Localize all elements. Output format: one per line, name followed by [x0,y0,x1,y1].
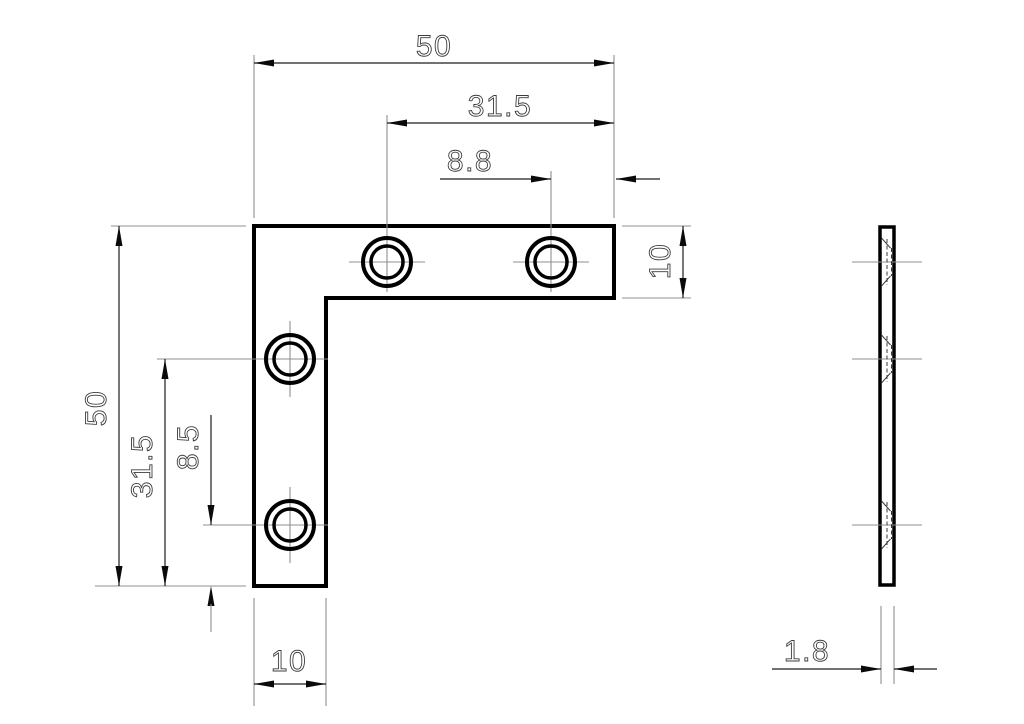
dimension-label: 10 [271,645,307,678]
countersunk-hole-top-right [513,171,589,292]
arrowhead-top [115,226,123,246]
dim-top-overall-width: 50 [253,30,615,218]
arrowhead-right [894,665,914,673]
dimensions: 50 31.5 8.8 50 [80,30,937,706]
arrowhead-outer [207,586,215,606]
bracket-outline [252,224,616,588]
hole-inner-circle [533,244,569,280]
dimension-label: 8.8 [447,145,493,178]
dimension-label: 50 [80,390,113,426]
arrowhead-left [254,680,274,688]
hole-inner-circle [272,507,308,543]
plate-profile [878,225,896,587]
countersink-edge-bottom [881,372,891,384]
countersink-edge-bottom [881,538,891,550]
hole-inner-circle [369,244,405,280]
arrowhead-left [861,665,881,673]
arrowhead-bottom [115,566,123,586]
dim-left-hole-to-edge: 8.5 [172,415,215,632]
dimension-label: 8.5 [172,424,205,470]
hidden-hole-top [852,237,922,287]
arrowhead-inner [531,175,551,183]
front-view [157,115,616,588]
dim-bottom-arm-width: 10 [253,598,327,706]
hole-outer-circle [264,333,316,385]
hidden-hole-bottom [852,500,922,550]
arrowhead-right [306,680,326,688]
dim-left-hole-span: 31.5 [126,359,169,586]
dim-left-overall-height: 50 [80,225,246,587]
hole-outer-circle [264,499,316,551]
dimension-label: 31.5 [126,434,159,498]
arrowhead-bottom [679,278,687,298]
arrowhead-inner [207,505,215,525]
arrowhead-bottom [161,566,169,586]
dimension-label: 1.8 [784,635,830,668]
dim-top-hole-span: 31.5 [387,90,614,127]
hole-inner-circle [272,341,308,377]
hole-outer-circle [525,236,577,288]
hole-outer-circle [361,236,413,288]
countersunk-hole-left-bottom [203,487,328,563]
dimension-label: 10 [644,243,677,279]
countersink-edge-top [881,237,891,249]
arrowhead-top [679,226,687,246]
dim-plate-thickness: 1.8 [772,606,937,684]
dimension-label: 31.5 [468,90,532,123]
dim-right-arm-height: 10 [622,225,691,299]
countersink-edge-top [881,500,891,512]
countersink-edge-bottom [881,275,891,287]
dimension-label: 50 [416,30,452,63]
arrowhead-right [594,119,614,127]
arrowhead-outer [616,175,636,183]
dim-top-hole-to-edge: 8.8 [440,145,660,183]
arrowhead-left [254,59,274,67]
arrowhead-left [387,119,407,127]
hidden-hole-middle [852,334,922,384]
countersink-edge-top [881,334,891,346]
side-view [852,225,922,587]
arrowhead-right [594,59,614,67]
countersunk-hole-left-middle [157,321,328,397]
countersunk-hole-top-left [349,115,425,292]
arrowhead-top [161,359,169,379]
